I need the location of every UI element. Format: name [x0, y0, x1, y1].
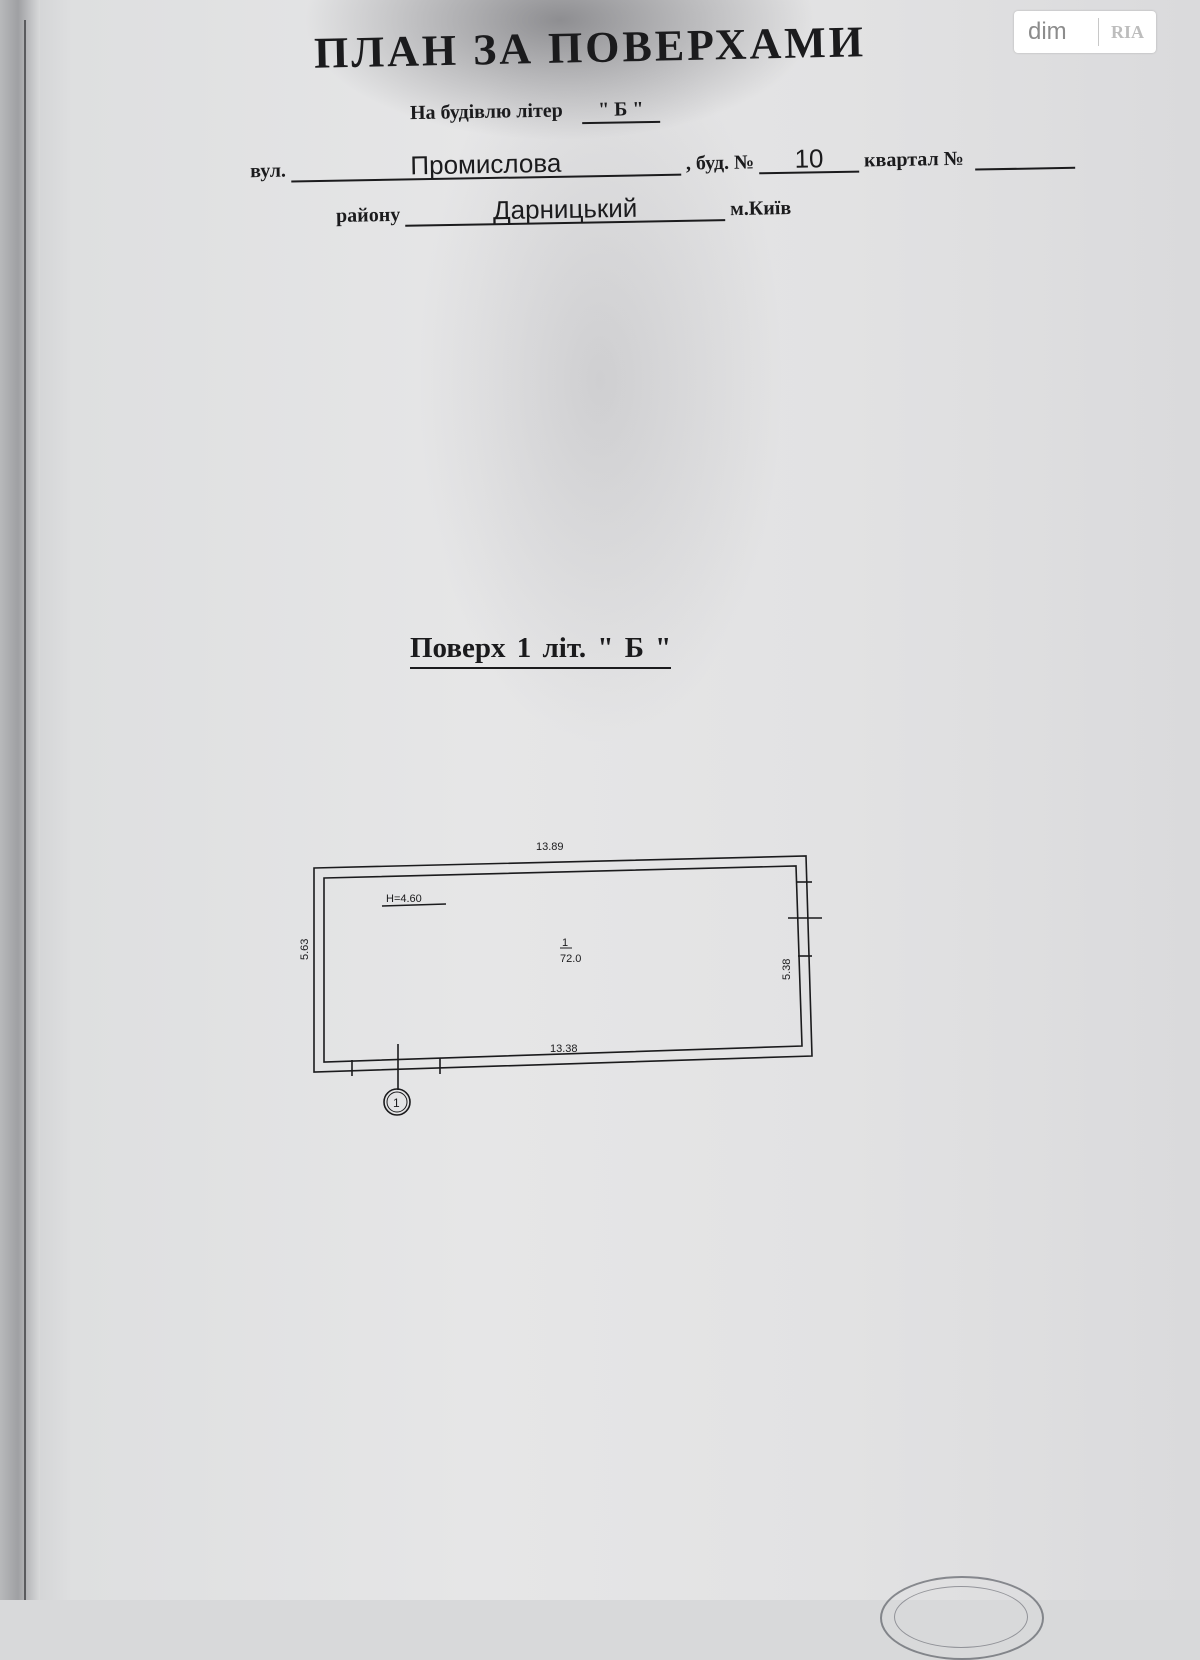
top-length-label: 13.89: [536, 841, 564, 853]
logo-dim-text: dim: [1028, 18, 1067, 45]
room-number-label: 1: [562, 937, 568, 949]
inner-wall: [323, 865, 803, 1063]
page-fold-line: [24, 20, 26, 1600]
floor-plan: 13.89 13.38 5.63 5.38 H=4.60 1 72.0 1: [299, 841, 822, 1116]
left-width-label: 5.63: [299, 939, 311, 960]
axis-marker: 1: [383, 1088, 411, 1116]
bottom-length-label: 13.38: [550, 1043, 578, 1055]
outer-wall: [313, 855, 813, 1073]
axis-marker-label: 1: [393, 1096, 400, 1110]
stamp-inner-ring: [894, 1586, 1028, 1648]
height-mark-label: H=4.60: [386, 893, 422, 905]
plan-walls: [313, 855, 813, 1073]
room-area-label: 72.0: [560, 953, 581, 965]
floor-title: Поверх 1 літ. " Б ": [410, 632, 672, 669]
logo-divider: [1098, 18, 1099, 46]
page-fold-shadow: [0, 0, 40, 1600]
logo-ria-text: RIA: [1111, 21, 1145, 42]
height-mark-underline: [381, 903, 447, 907]
dimria-logo: dim RIA: [1014, 11, 1156, 53]
plan-ticks: [351, 881, 822, 1090]
right-width-label: 5.38: [781, 959, 793, 980]
